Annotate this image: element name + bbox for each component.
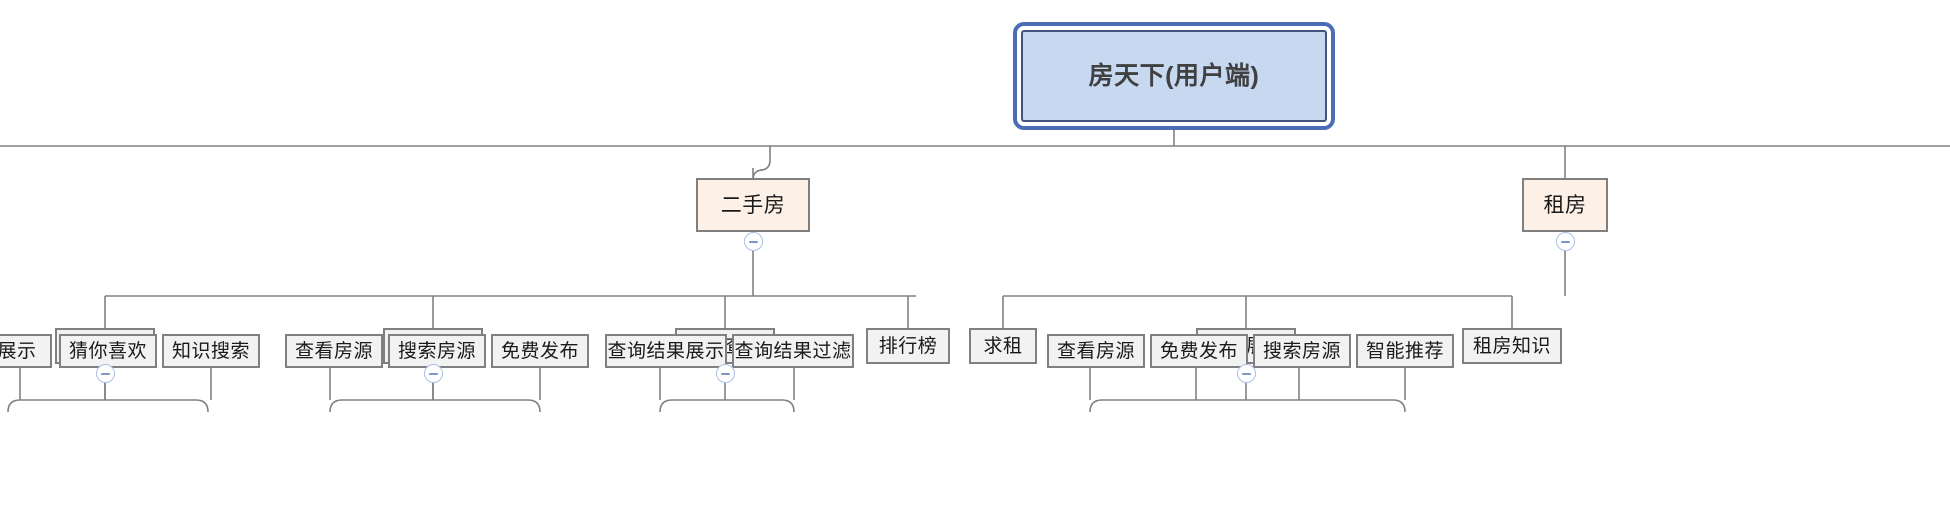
node-label: 求租 <box>983 335 1023 357</box>
collapse-toggle-icon-goufangzhishi[interactable] <box>96 364 115 383</box>
node-sousuofangyuan-zufang[interactable]: 搜索房源 <box>1253 334 1351 368</box>
node-label: 租房 <box>1543 193 1587 217</box>
root-node[interactable]: 房天下(用户端) <box>1021 30 1327 122</box>
collapse-toggle-icon-chengjiaochaxun[interactable] <box>716 364 735 383</box>
node-chaxunjieguoguolv[interactable]: 查询结果过滤 <box>732 334 854 368</box>
node-ershoufang[interactable]: 二手房 <box>696 178 810 232</box>
node-label: 知识搜索 <box>171 340 250 362</box>
node-mianfeifabu-zufang[interactable]: 免费发布 <box>1150 334 1248 368</box>
node-label: 搜索房源 <box>397 340 476 362</box>
minus-icon <box>749 240 758 243</box>
node-mianfeifabu-ershoufang[interactable]: 免费发布 <box>491 334 589 368</box>
minus-icon <box>101 372 110 375</box>
node-qiuzu[interactable]: 求租 <box>969 328 1037 364</box>
minus-icon <box>1242 372 1251 375</box>
minus-icon <box>429 372 438 375</box>
collapse-toggle-icon-ershoufang[interactable] <box>744 232 763 251</box>
node-label: 租房知识 <box>1472 335 1551 357</box>
collapse-toggle-icon-zufang[interactable] <box>1556 232 1575 251</box>
node-label: 免费发布 <box>1159 340 1238 362</box>
collapse-toggle-icon-fangyuanzhanshi-zufang[interactable] <box>1237 364 1256 383</box>
node-chakanfangyuan-ershoufang[interactable]: 查看房源 <box>285 334 383 368</box>
collapse-toggle-icon-fangyuanzhanshi-ershoufang[interactable] <box>424 364 443 383</box>
node-label: 查询结果展示 <box>607 340 725 362</box>
minus-icon <box>721 372 730 375</box>
node-label: 排行榜 <box>878 335 938 357</box>
node-chakanfangyuan-zufang[interactable]: 查看房源 <box>1047 334 1145 368</box>
root-node-label: 房天下(用户端) <box>1088 61 1260 90</box>
node-label: 搜索房源 <box>1262 340 1341 362</box>
node-label: 二手房 <box>720 193 786 217</box>
node-paihangbang[interactable]: 排行榜 <box>866 328 950 364</box>
node-label: 查看房源 <box>294 340 373 362</box>
minus-icon <box>1561 240 1570 243</box>
node-label: 查询结果过滤 <box>734 340 852 362</box>
node-chaxunjieguozhanshi[interactable]: 查询结果展示 <box>605 334 727 368</box>
node-label: 猜你喜欢 <box>68 340 147 362</box>
node-zufang[interactable]: 租房 <box>1522 178 1608 232</box>
node-zhinengtuijian[interactable]: 智能推荐 <box>1356 334 1454 368</box>
node-label: 智能推荐 <box>1365 340 1444 362</box>
root-node-selection-frame[interactable]: 房天下(用户端) <box>1013 22 1335 130</box>
node-label: 免费发布 <box>500 340 579 362</box>
node-zhishisousuo[interactable]: 知识搜索 <box>162 334 260 368</box>
node-zhanshi[interactable]: 展示 <box>0 334 52 368</box>
node-zufangzhishi[interactable]: 租房知识 <box>1462 328 1562 364</box>
node-label: 展示 <box>0 340 37 362</box>
node-cainixihuan[interactable]: 猜你喜欢 <box>59 334 157 368</box>
node-label: 查看房源 <box>1056 340 1135 362</box>
node-sousuofangyuan-ershoufang[interactable]: 搜索房源 <box>388 334 486 368</box>
